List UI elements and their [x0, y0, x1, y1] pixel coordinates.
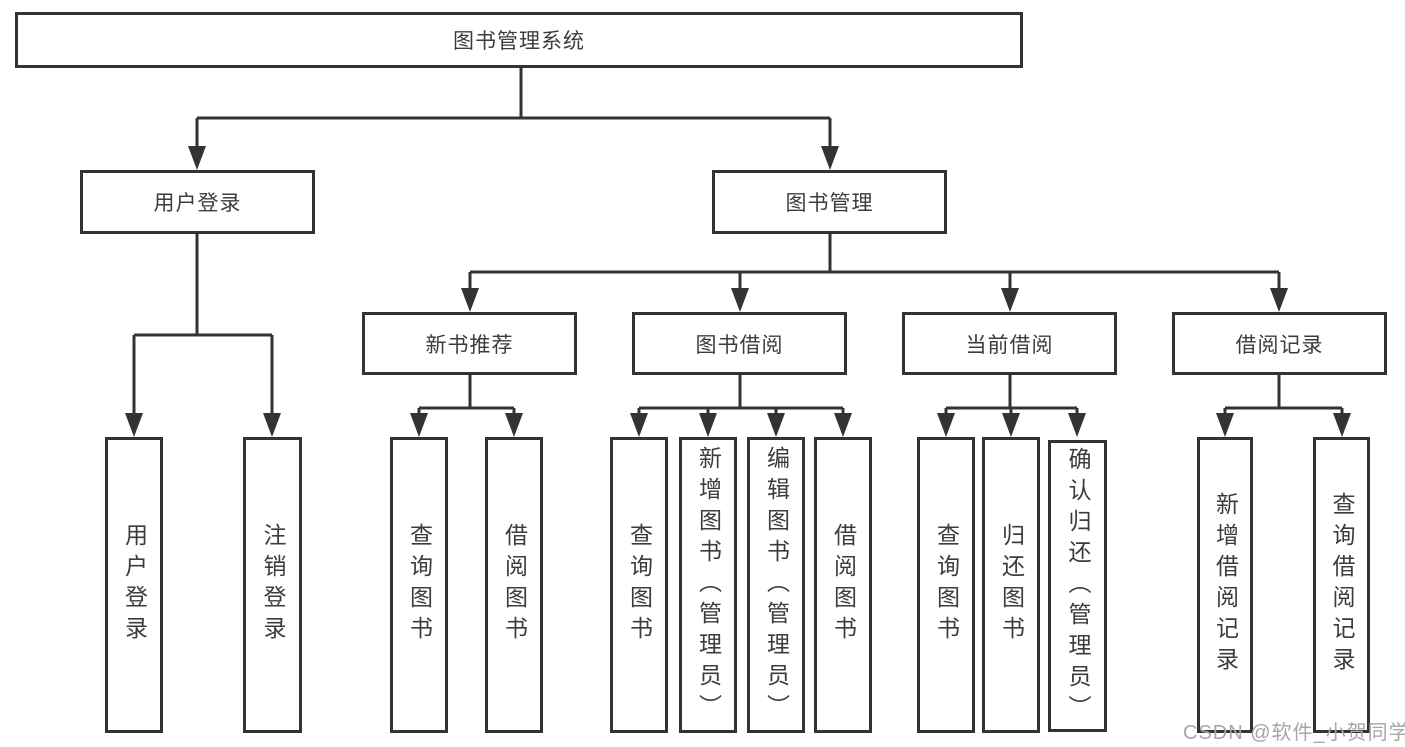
- leaf-return-books: 归还图书: [982, 437, 1040, 733]
- connector-new-book-recommend-children: [410, 375, 523, 437]
- leaf-query-books-borrowing: 查询图书: [610, 437, 668, 733]
- node-borrowing-records: 借阅记录: [1172, 312, 1387, 375]
- leaf-add-books-admin: 新增图书（管理员）: [679, 437, 737, 733]
- csdn-watermark: CSDN @软件_小贺同学: [1183, 722, 1405, 744]
- connector-root-to-level2: [188, 68, 839, 170]
- leaf-borrow-books-borrowing: 借阅图书: [814, 437, 872, 733]
- leaf-add-borrow-record: 新增借阅记录: [1197, 437, 1253, 733]
- node-book-management: 图书管理: [712, 170, 947, 234]
- node-new-book-recommend: 新书推荐: [362, 312, 577, 375]
- connector-book-borrowing-children: [630, 375, 852, 437]
- leaf-logout-login: 注销登录: [243, 437, 302, 733]
- leaf-user-login: 用户登录: [105, 437, 163, 733]
- connector-book-management-children: [461, 234, 1288, 312]
- node-book-borrowing: 图书借阅: [632, 312, 847, 375]
- leaf-query-borrow-record: 查询借阅记录: [1313, 437, 1370, 733]
- leaf-borrow-books-recommend: 借阅图书: [485, 437, 543, 733]
- connector-user-login-children: [125, 234, 281, 437]
- node-library-management-system: 图书管理系统: [15, 12, 1023, 68]
- node-user-login: 用户登录: [80, 170, 315, 234]
- leaf-query-books-recommend: 查询图书: [390, 437, 448, 733]
- leaf-edit-books-admin: 编辑图书（管理员）: [747, 437, 805, 733]
- connector-borrowing-records-children: [1216, 375, 1351, 437]
- leaf-query-books-current: 查询图书: [917, 437, 975, 733]
- node-current-borrowing: 当前借阅: [902, 312, 1117, 375]
- connector-current-borrowing-children: [937, 375, 1086, 437]
- leaf-confirm-return-admin: 确认归还（管理员）: [1048, 440, 1107, 732]
